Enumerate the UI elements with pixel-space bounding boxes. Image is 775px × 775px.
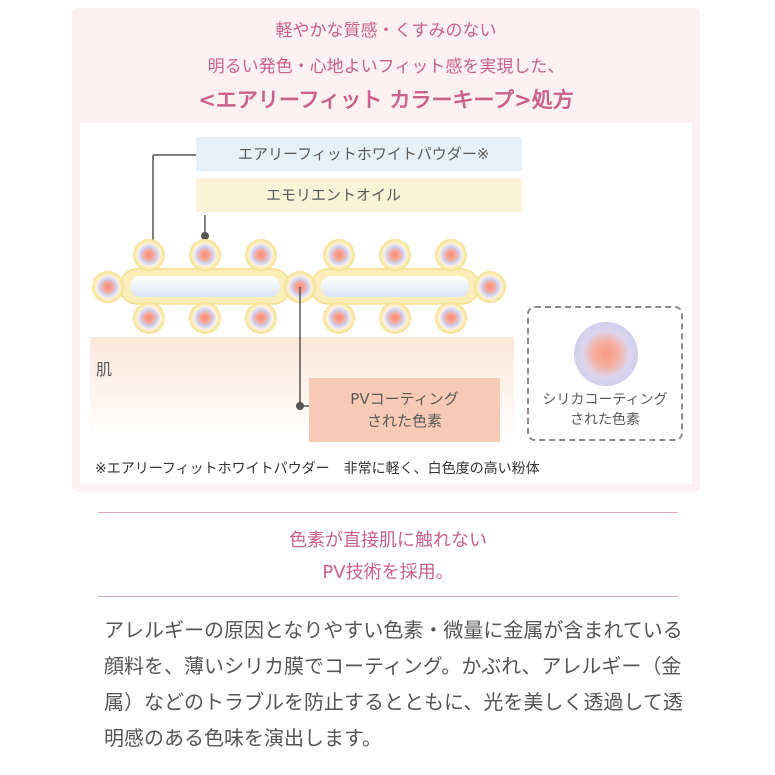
pigment-particle — [435, 302, 467, 334]
pigment-particle — [379, 302, 411, 334]
headline-line-2: 明るい発色・心地よいフィット感を実現した、 — [207, 57, 565, 77]
footnote: ※エアリーフィットホワイトパウダー 非常に軽く、白色度の高い粉体 — [95, 461, 540, 477]
pv-headline-line-1: 色素が直接肌に触れない — [289, 530, 487, 551]
pigment-particle — [474, 271, 506, 303]
silica-label-line-2: された色素 — [570, 412, 640, 428]
pigment-particle — [189, 302, 221, 334]
pigment-particle — [92, 271, 124, 303]
skin-label: 肌 — [96, 360, 113, 379]
pigment-particle — [323, 239, 355, 271]
silica-callout: シリカコーティング された色素 — [527, 306, 683, 441]
pigment-particle — [245, 239, 277, 271]
pv-headline-line-2: PV技術を採用。 — [322, 562, 454, 583]
pigment-particle — [379, 239, 411, 271]
pigment-particle — [323, 302, 355, 334]
headline-line-1: 軽やかな質感・くすみのない — [275, 21, 497, 41]
pigment-particle — [189, 239, 221, 271]
pigment-particle — [133, 302, 165, 334]
pigment-particle — [133, 239, 165, 271]
pointer-pv — [296, 287, 309, 410]
pigment-bottom-row — [133, 302, 467, 334]
pigment-particle — [245, 302, 277, 334]
pigment-particle — [435, 239, 467, 271]
silica-pigment-icon — [574, 322, 638, 386]
pv-label-line-2: された色素 — [366, 412, 442, 430]
silica-label: シリカコーティング された色素 — [529, 390, 681, 430]
powder-label: エアリーフィットホワイトパウダー※ — [196, 137, 522, 171]
headline-formula-name: <エアリーフィット カラーキープ>処方 — [198, 88, 574, 112]
powder-particle-2-core — [321, 276, 469, 297]
pv-label-line-1: PVコーティング — [350, 390, 459, 408]
pigment-top-row — [133, 239, 467, 271]
divider-top — [98, 512, 678, 513]
pigment-middle-row — [92, 271, 506, 303]
pv-coating-label: PVコーティング された色素 — [309, 378, 500, 442]
oil-label: エモリエントオイル — [196, 178, 522, 212]
pointer-oil — [201, 215, 209, 240]
divider-bottom — [98, 596, 678, 597]
powder-particle-1-core — [130, 276, 280, 297]
body-paragraph: アレルギーの原因となりやすい色素・微量に金属が含まれている顔料を、薄いシリカ膜で… — [104, 618, 683, 750]
silica-label-line-1: シリカコーティング — [542, 392, 668, 408]
